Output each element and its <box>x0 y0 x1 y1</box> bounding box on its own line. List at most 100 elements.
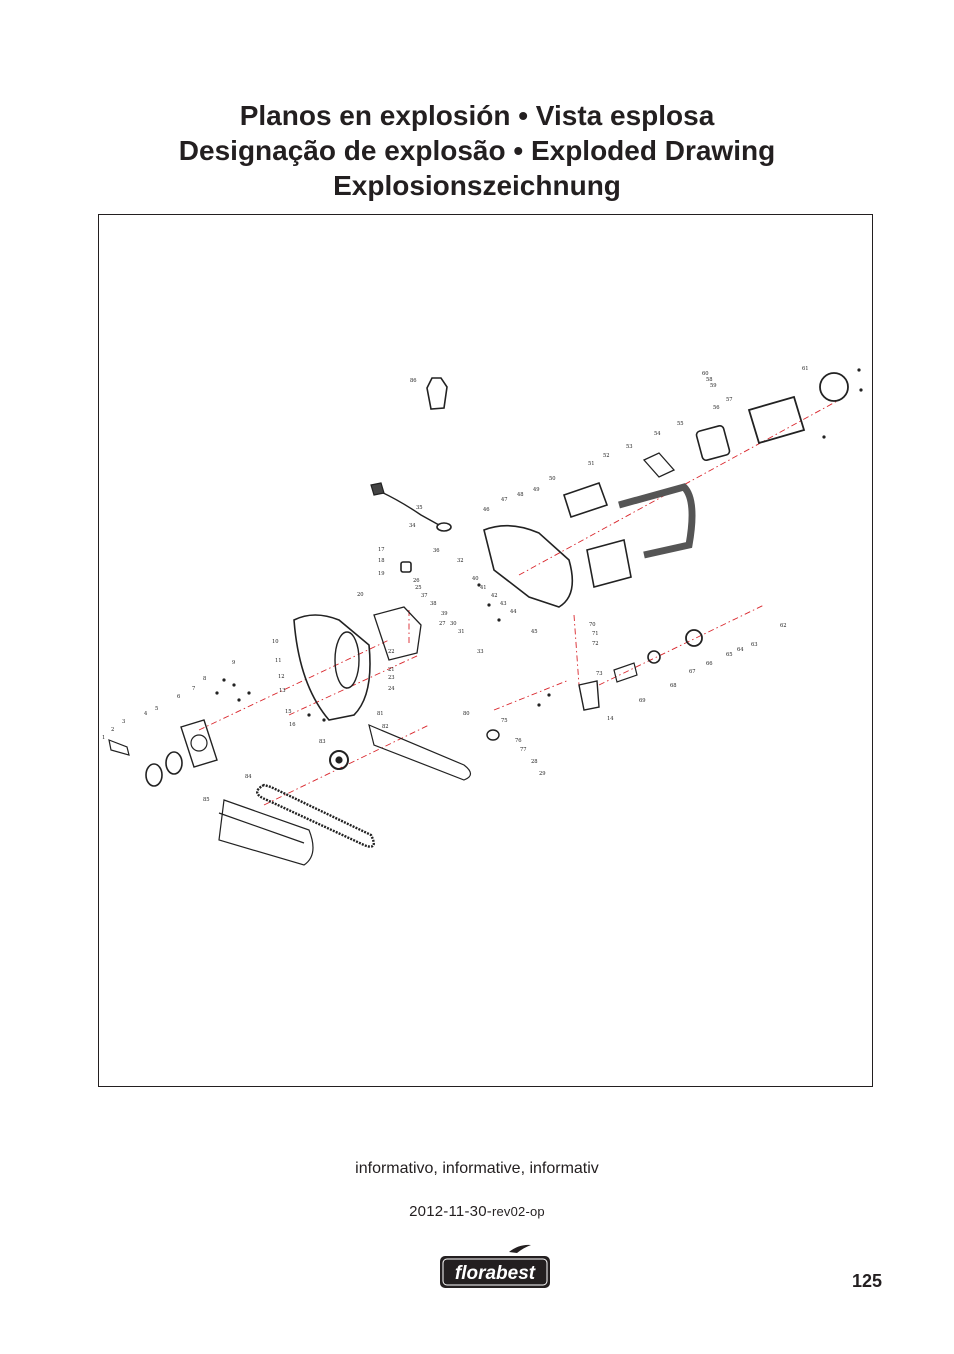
knob-part <box>145 763 163 787</box>
part-label-29: 29 <box>539 771 546 777</box>
part-label-71: 71 <box>592 631 599 637</box>
florabest-logo: florabest <box>440 1244 550 1288</box>
part-label-13: 13 <box>279 688 286 694</box>
part-label-22: 22 <box>388 649 395 655</box>
part-label-2: 2 <box>111 727 114 733</box>
part-label-73: 73 <box>596 671 603 677</box>
part-label-76: 76 <box>515 738 522 744</box>
washer-part <box>486 729 500 741</box>
part-label-63: 63 <box>751 642 758 648</box>
saw-chain-part <box>256 783 375 848</box>
housing-inner <box>334 631 360 689</box>
part-label-38: 38 <box>430 601 437 607</box>
part-label-1: 1 <box>102 735 105 741</box>
armature-part <box>563 481 609 519</box>
part-label-60: 60 <box>702 371 709 377</box>
part-label-50: 50 <box>549 476 556 482</box>
part-label-68: 68 <box>670 683 677 689</box>
part-label-6: 6 <box>177 694 180 700</box>
part-label-55: 55 <box>677 421 684 427</box>
part-label-24: 24 <box>388 686 395 692</box>
exploded-drawing-frame: 1 2 3 4 5 6 7 8 9 10 11 12 13 14 15 16 1… <box>98 214 873 1087</box>
part-label-54: 54 <box>654 431 661 437</box>
guide-bar-part <box>368 723 472 781</box>
part-label-15: 15 <box>285 709 292 715</box>
title-line-2: Designação de explosão • Exploded Drawin… <box>178 135 776 166</box>
part-label-27: 27 <box>439 621 446 627</box>
part-label-85: 85 <box>203 797 210 803</box>
part-label-28: 28 <box>531 759 538 765</box>
part-label-4: 4 <box>144 711 148 717</box>
logo-text: florabest <box>455 1263 536 1284</box>
title-line-3: Explosionszeichnung <box>333 170 621 201</box>
part-label-12: 12 <box>278 674 285 680</box>
part-label-81: 81 <box>377 711 384 717</box>
motor-housing-part <box>747 395 806 445</box>
gear-part <box>685 629 703 647</box>
part-label-69: 69 <box>639 698 646 704</box>
caption: informativo, informative, informativ <box>355 1160 599 1177</box>
part-label-44: 44 <box>510 609 517 615</box>
part-label-17: 17 <box>378 547 385 553</box>
part-label-75: 75 <box>501 718 508 724</box>
part-label-61: 61 <box>802 366 809 372</box>
part-label-32: 32 <box>457 558 464 564</box>
part-label-64: 64 <box>737 647 744 653</box>
part-label-3: 3 <box>122 719 125 725</box>
end-cap-part <box>819 372 849 402</box>
part-label-8: 8 <box>203 676 206 682</box>
part-label-39: 39 <box>441 611 448 617</box>
plug-part <box>370 482 385 496</box>
handle-grip-part <box>586 539 632 588</box>
part-label-80: 80 <box>463 711 470 717</box>
part-label-31: 31 <box>458 629 465 635</box>
part-label-53: 53 <box>626 444 633 450</box>
part-label-51: 51 <box>588 461 595 467</box>
bracket-part <box>578 680 600 711</box>
part-label-77: 77 <box>520 747 527 753</box>
cord-relief-part <box>436 522 452 532</box>
handle-part <box>618 483 696 559</box>
oil-tank-part <box>373 606 422 661</box>
power-cord-part <box>376 489 440 526</box>
part-label-5: 5 <box>155 706 158 712</box>
scabbard-part <box>218 799 314 866</box>
left-housing-part <box>293 614 371 721</box>
part-label-30: 30 <box>450 621 457 627</box>
oil-cap-part <box>400 561 412 573</box>
part-label-56: 56 <box>713 405 720 411</box>
part-label-65: 65 <box>726 652 733 658</box>
axis-line-gear <box>598 604 765 686</box>
logo-inner-border <box>442 1258 548 1286</box>
middle-housing-part <box>483 524 574 608</box>
part-1 <box>108 739 130 756</box>
logo-leaf-icon <box>509 1244 531 1253</box>
part-label-11: 11 <box>275 658 282 664</box>
part-label-82: 82 <box>382 724 389 730</box>
part-label-16: 16 <box>289 722 296 728</box>
part-label-59: 59 <box>710 383 717 389</box>
part-label-36: 36 <box>433 548 440 554</box>
page-number: 125 <box>852 1271 883 1291</box>
sprocket-hub <box>335 756 343 764</box>
part-label-66: 66 <box>706 661 713 667</box>
part-label-46: 46 <box>483 507 490 513</box>
revision-date: 2012-11-30- <box>409 1203 492 1220</box>
part-label-37: 37 <box>421 593 428 599</box>
part-label-70: 70 <box>589 622 596 628</box>
part-label-34: 34 <box>409 523 416 529</box>
part-label-7: 7 <box>192 686 195 692</box>
part-label-40: 40 <box>472 576 479 582</box>
stator-part <box>695 424 731 462</box>
logo-badge <box>440 1256 550 1288</box>
axis-line-front <box>198 639 390 731</box>
part-label-33: 33 <box>477 649 484 655</box>
axis-line-cover <box>288 654 420 716</box>
gear-part-2 <box>647 650 661 664</box>
part-label-26: 26 <box>413 578 420 584</box>
part-label-49: 49 <box>533 487 540 493</box>
part-label-20: 20 <box>357 592 364 598</box>
part-label-86: 86 <box>410 378 417 384</box>
part-label-23: 23 <box>388 675 395 681</box>
part-label-9: 9 <box>232 660 235 666</box>
